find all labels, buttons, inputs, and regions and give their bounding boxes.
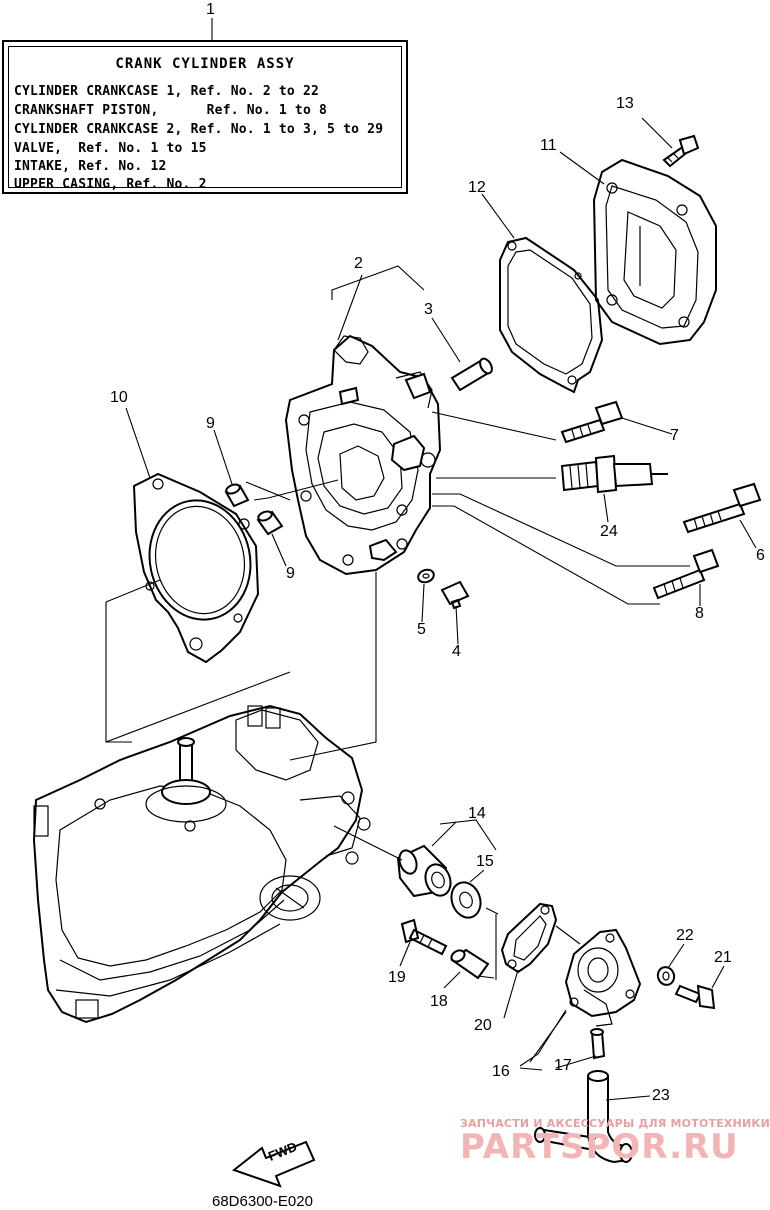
washer-part-22 (656, 966, 676, 986)
callout-13: 13 (616, 95, 634, 112)
legend-title: CRANK CYLINDER ASSY (115, 56, 295, 72)
bolt-part-13 (662, 134, 700, 168)
dowel-pin-part-9-upper (224, 483, 250, 508)
callout-21: 21 (714, 949, 732, 966)
hose-part-23 (534, 1070, 633, 1164)
callout-2: 2 (354, 255, 363, 272)
gasket-part-15 (450, 881, 482, 919)
forward-arrow-icon (231, 1140, 316, 1188)
bolt-part-4 (440, 580, 470, 610)
head-gasket-part-10 (132, 472, 260, 664)
thermostat-part-14 (396, 844, 452, 898)
callout-14: 14 (468, 805, 486, 822)
collar-part-18 (450, 948, 490, 980)
diagram-code: 68D6300-E020 (212, 1193, 313, 1210)
callout-11: 11 (540, 137, 557, 154)
leader-lines (105, 18, 757, 1101)
callout-20: 20 (474, 1017, 492, 1034)
legend-line: UPPER CASING, Ref. No. 2 (14, 177, 207, 192)
callout-18: 18 (430, 993, 448, 1010)
callout-16: 16 (492, 1063, 510, 1080)
callout-9-upper: 9 (206, 415, 215, 432)
callout-24: 24 (600, 523, 618, 540)
callout-22: 22 (676, 927, 694, 944)
callout-12: 12 (468, 179, 486, 196)
bolt-part-6 (682, 482, 762, 534)
callout-17: 17 (554, 1057, 572, 1074)
callout-5: 5 (417, 621, 426, 638)
gasket-part-12 (499, 236, 604, 394)
washer-part-5 (417, 568, 435, 584)
bolt-part-7 (560, 400, 624, 444)
callout-6: 6 (756, 547, 765, 564)
callout-15: 15 (476, 853, 494, 870)
callout-19: 19 (388, 969, 406, 986)
dowel-pin-part-9-lower (256, 510, 284, 536)
thermostat-cover-part-16 (564, 928, 642, 1027)
bolt-part-21 (674, 984, 716, 1010)
cylinder-head-part-2 (284, 334, 442, 576)
callout-7: 7 (670, 427, 679, 444)
ref-number-1: 1 (206, 1, 215, 18)
legend-line: INTAKE, Ref. No. 12 (14, 159, 167, 174)
watermark-site: PARTSPOR.RU (460, 1127, 739, 1167)
bolt-part-8 (652, 548, 720, 600)
watermark-subtitle: ЗАПЧАСТИ И АКСЕССУАРЫ ДЛЯ МОТОТЕХНИКИ (460, 1117, 770, 1130)
spark-plug-part-24 (560, 454, 668, 494)
legend-line: CRANKSHAFT PISTON, Ref. No. 1 to 8 (14, 103, 328, 118)
callout-8: 8 (695, 605, 704, 622)
bolt-part-19 (400, 918, 448, 956)
joint-part-17 (590, 1028, 606, 1060)
gasket-part-20 (500, 902, 558, 974)
assembly-legend-box: CRANK CYLINDER ASSY CYLINDER CRANKCASE 1… (2, 40, 408, 194)
callout-10: 10 (110, 389, 128, 406)
head-cover-part-11 (592, 158, 717, 346)
callout-3: 3 (424, 301, 433, 318)
callout-23: 23 (652, 1087, 670, 1104)
callout-9-lower: 9 (286, 565, 295, 582)
legend-line: CYLINDER CRANKCASE 2, Ref. No. 1 to 3, 5… (14, 122, 384, 137)
legend-line: CYLINDER CRANKCASE 1, Ref. No. 2 to 22 (14, 84, 320, 99)
sleeve-part-3 (450, 357, 493, 392)
crankcase-block (32, 704, 371, 1024)
callout-4: 4 (452, 643, 461, 660)
legend-inner-frame (8, 46, 402, 188)
legend-line: VALVE, Ref. No. 1 to 15 (14, 141, 207, 156)
